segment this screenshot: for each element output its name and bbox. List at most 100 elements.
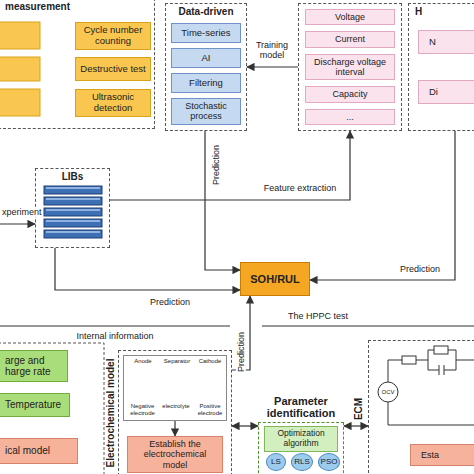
model-box: Esta bbox=[410, 444, 474, 466]
node-text: ical model bbox=[5, 445, 50, 457]
cropped-method-box bbox=[0, 57, 40, 81]
group-box: Data-drivenTime-seriesAIFilteringStochas… bbox=[165, 3, 247, 131]
node-text: Positive electrode bbox=[193, 403, 227, 416]
algorithm-circle: RLS bbox=[291, 453, 313, 471]
feature-list: VoltageCurrentDischarge voltage interval… bbox=[298, 3, 402, 131]
node-text: AI bbox=[202, 53, 211, 64]
node-text: Ultrasonic detection bbox=[80, 92, 146, 114]
method-box: Filtering bbox=[171, 73, 241, 93]
item-box: N bbox=[418, 30, 474, 54]
node-text: SOH/RUL bbox=[250, 273, 300, 286]
algorithm-box: Optimization algorithm bbox=[264, 426, 338, 452]
edge-label: Prediction bbox=[236, 331, 246, 373]
wire bbox=[448, 350, 456, 370]
node-text: RLS bbox=[294, 457, 310, 466]
node-text: Time-series bbox=[181, 28, 230, 39]
edge-label: Prediction bbox=[211, 144, 221, 186]
hppc-line bbox=[262, 325, 474, 326]
target-box: SOH/RUL bbox=[240, 262, 310, 296]
annotation-label: Internal information bbox=[76, 331, 153, 341]
group-box: measurementCycle number countingDestruct… bbox=[0, 0, 155, 129]
method-box: Cycle number counting bbox=[75, 22, 151, 50]
wire bbox=[456, 360, 474, 361]
wire bbox=[428, 370, 439, 371]
battery-cell bbox=[44, 208, 102, 216]
group-box: H N Di bbox=[408, 3, 474, 131]
method-box: AI bbox=[171, 48, 241, 68]
node-text: Voltage bbox=[305, 9, 395, 25]
item-box: Di bbox=[418, 80, 474, 104]
node-text: Cycle number counting bbox=[80, 25, 146, 47]
battery-highlight bbox=[46, 187, 100, 189]
node-text: Filtering bbox=[189, 78, 223, 89]
cropped-method-box bbox=[0, 22, 40, 49]
method-box: Destructive test bbox=[75, 57, 151, 81]
voltage-source bbox=[378, 382, 398, 402]
group-title: measurement bbox=[0, 0, 154, 15]
group-box: Parameter identificationOptimization alg… bbox=[258, 422, 344, 474]
node-text: Current bbox=[305, 31, 395, 47]
connector-arrow bbox=[344, 425, 368, 426]
battery-stack bbox=[44, 186, 102, 238]
resistor-symbol bbox=[402, 356, 416, 364]
connector-arrow bbox=[205, 131, 240, 270]
algorithm-circle: PSO bbox=[318, 453, 340, 471]
info-line bbox=[0, 325, 230, 326]
factor-box: Temperature bbox=[0, 393, 70, 417]
node-text: Esta bbox=[421, 450, 439, 460]
node-text: Establish the electrochemical model bbox=[132, 439, 218, 470]
wire bbox=[416, 360, 428, 361]
annotation-label: The HPPC test bbox=[288, 311, 348, 321]
group-title: H bbox=[409, 4, 474, 20]
connector-arrow bbox=[110, 131, 350, 200]
node-text: Separator bbox=[160, 358, 194, 365]
wire bbox=[428, 350, 434, 351]
group-title: ECM bbox=[353, 398, 365, 420]
factor-box: arge and harge rate bbox=[0, 350, 68, 382]
group-title: LIBs bbox=[36, 169, 109, 185]
wire bbox=[388, 402, 474, 425]
edge-label: Training model bbox=[247, 40, 297, 61]
battery-highlight bbox=[46, 198, 100, 200]
node-text: electrolyte bbox=[160, 403, 192, 410]
node-text: N bbox=[429, 37, 436, 48]
node-text: Cathode bbox=[194, 358, 226, 365]
circuit bbox=[378, 346, 474, 425]
connector-arrow bbox=[174, 421, 175, 436]
node-text: Temperature bbox=[5, 399, 61, 411]
algorithm-circle: LS bbox=[266, 453, 286, 471]
battery-cell bbox=[44, 197, 102, 205]
node-text: Optimization algorithm bbox=[269, 429, 333, 449]
wire bbox=[388, 360, 402, 382]
battery-highlight bbox=[46, 209, 100, 211]
group-title: Electrochemical model bbox=[105, 359, 117, 468]
battery-highlight bbox=[46, 231, 100, 233]
model-box: Establish the electrochemical model bbox=[127, 436, 223, 473]
experiment-arrow bbox=[0, 223, 35, 224]
node-text: Capacity bbox=[305, 86, 395, 102]
group-box: ECMEsta bbox=[368, 340, 474, 474]
node-text: Negative electrode bbox=[125, 403, 160, 416]
annotation-label: OCV bbox=[381, 389, 394, 396]
connector-arrow bbox=[247, 66, 298, 67]
node-text: Stochastic process bbox=[176, 101, 236, 122]
battery-highlight bbox=[46, 220, 100, 222]
method-box: Stochastic process bbox=[171, 98, 241, 125]
edge-label: Prediction bbox=[149, 297, 191, 307]
connector-arrow bbox=[310, 131, 455, 280]
edge-label: Feature extraction bbox=[263, 183, 338, 193]
node-text: Anode bbox=[128, 358, 158, 365]
annotation-label: xperiment bbox=[2, 207, 42, 217]
node-text: ... bbox=[305, 109, 395, 125]
battery-cell bbox=[44, 186, 102, 194]
capacitor-symbol bbox=[439, 365, 440, 375]
node-text: arge and harge rate bbox=[5, 355, 63, 378]
node-text: Di bbox=[429, 87, 438, 98]
battery-box: LIBs bbox=[35, 168, 110, 248]
cropped-method-box bbox=[0, 89, 40, 116]
node-text: PSO bbox=[321, 457, 338, 466]
